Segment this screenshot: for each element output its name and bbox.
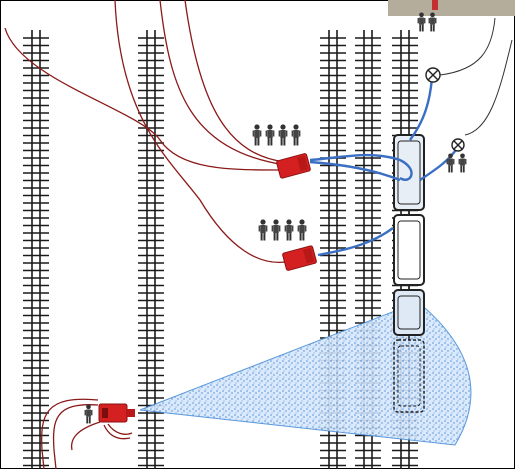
blue-hose-4	[309, 160, 401, 182]
fire-engine-monitor	[98, 403, 135, 423]
fire-engine-1	[276, 153, 311, 179]
red-supply-hoses	[4, 0, 286, 469]
water-spray-cone	[139, 301, 472, 446]
thin-lines-right	[439, 17, 513, 136]
railway-track-2	[138, 30, 164, 469]
blue-hose-2	[399, 158, 413, 181]
red-hose-7	[70, 421, 101, 451]
red-hose-2	[184, 0, 286, 163]
blue-hose-3	[409, 77, 434, 141]
railcar-1	[393, 134, 425, 211]
railway-track-1	[23, 30, 49, 469]
red-hose-4	[114, 0, 286, 264]
red-hose-6	[52, 404, 99, 469]
fire-engine-2	[282, 245, 317, 271]
railcar-3	[393, 289, 425, 336]
blue-hose-1	[309, 153, 401, 162]
railcar-2	[393, 214, 425, 286]
blue-hose-6	[317, 227, 394, 257]
red-hose-5	[41, 398, 99, 469]
nozzle-1	[425, 67, 441, 83]
line-to-top-right	[439, 17, 496, 76]
red-hose-3	[4, 27, 281, 171]
photo-inset	[388, 0, 515, 16]
red-hose-8	[103, 424, 131, 440]
red-hose-1	[159, 0, 286, 166]
nozzle-2	[451, 138, 465, 152]
photo-inset-detail	[432, 0, 438, 10]
red-hose-9	[107, 423, 133, 435]
blue-attack-hoses	[309, 77, 459, 257]
line-to-right-edge	[464, 39, 513, 136]
